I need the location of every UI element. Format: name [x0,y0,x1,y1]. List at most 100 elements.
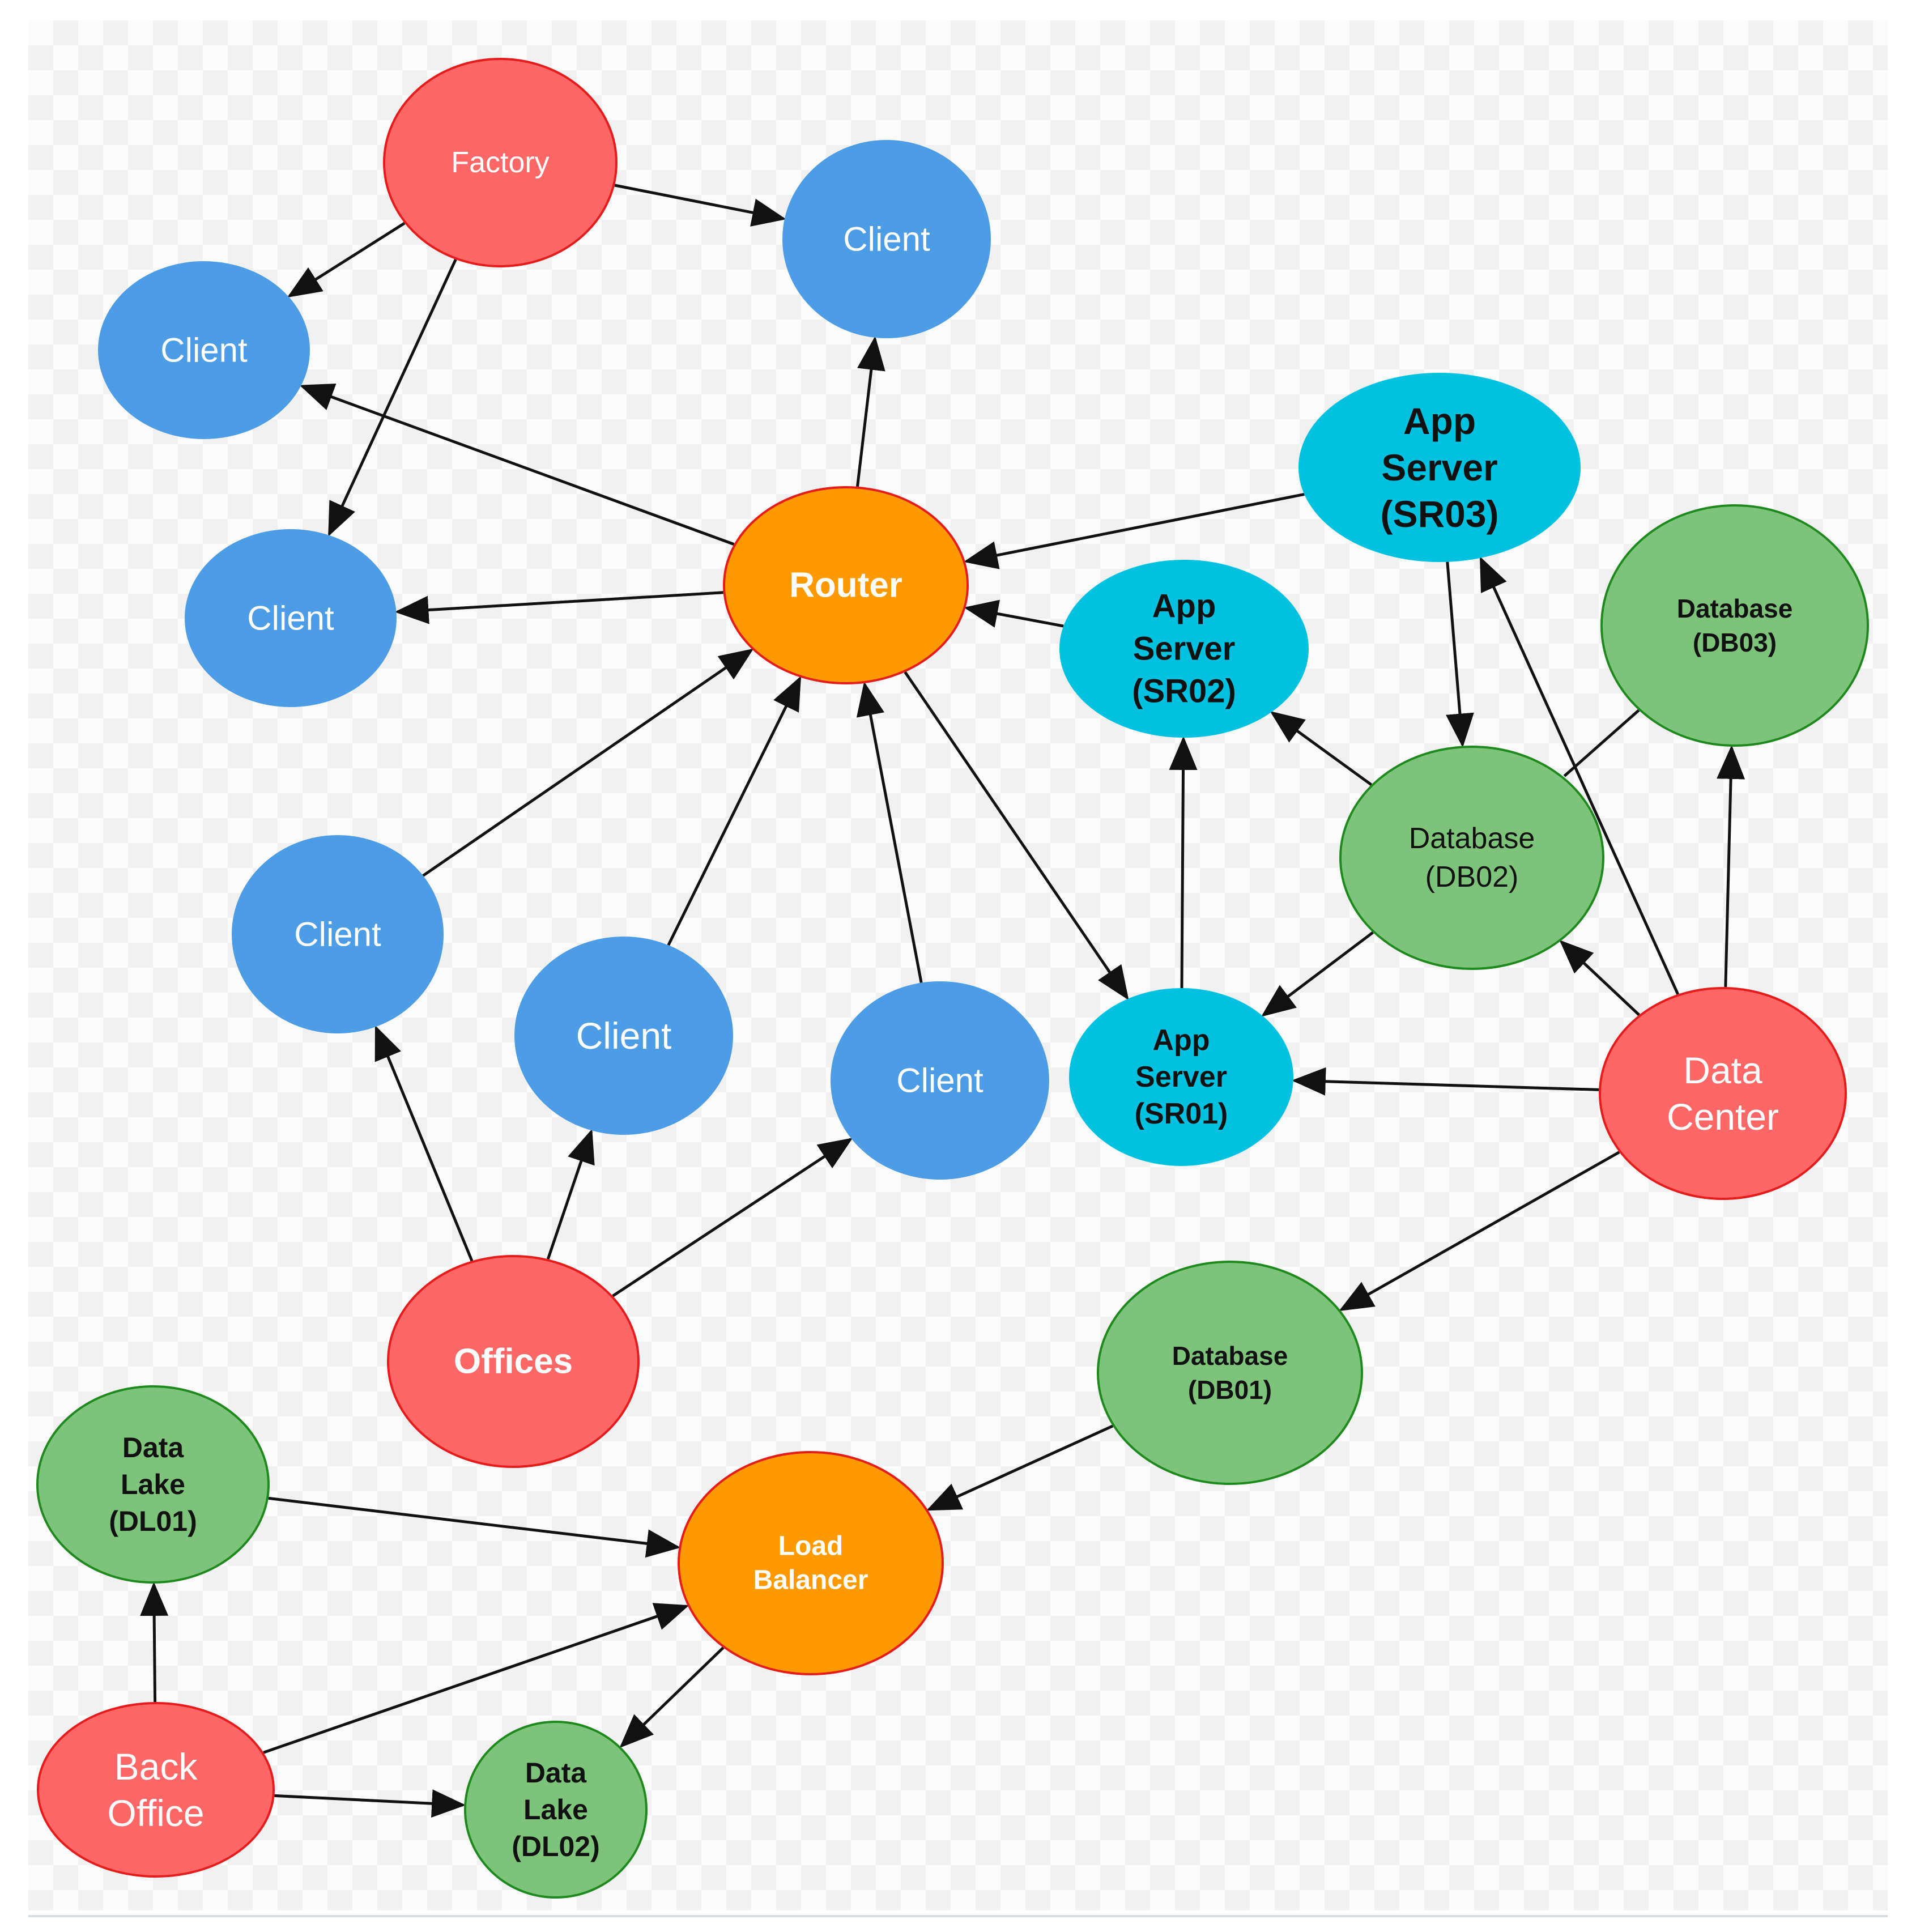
node-shape-database-db01 [1097,1261,1363,1485]
node-label-client-mid-left-line-1: Client [294,916,381,954]
node-shape-app-server-sr01 [1069,988,1293,1166]
edge-router-to-client-top [856,335,885,487]
node-label-offices-line-1: Offices [454,1342,573,1381]
edge-data-center-to-database-db01 [1339,1151,1620,1311]
edge-app-server-sr03-to-database-db02 [1446,561,1474,748]
node-label-data-lake-dl02-line-2: Lake [523,1794,588,1825]
node-router: Router [723,486,969,684]
edge-load-balancer-to-data-lake-dl02 [619,1646,725,1748]
node-database-db02: Database (DB02) [1339,746,1604,970]
node-client-mid-left: Client [232,835,444,1033]
node-label-database-db03-line-2: (DB03) [1693,628,1777,657]
node-shape-client-left-lower [185,529,397,707]
node-shape-client-mid-center [514,937,733,1135]
node-label-database-db01-line-1: Database [1172,1341,1288,1371]
node-label-data-center-line-2: Center [1667,1096,1779,1138]
node-label-data-lake-dl01-line-2: Lake [121,1469,185,1500]
edge-data-center-to-app-server-sr01 [1291,1067,1599,1096]
node-shape-client-mid-right [831,981,1049,1180]
node-label-load-balancer-line-1: Load [778,1531,844,1561]
node-label-app-server-sr03-line-2: Server [1381,446,1498,488]
edge-client-mid-left-to-router [422,648,754,877]
edge-app-server-sr01-to-app-server-sr02 [1169,736,1198,989]
edge-offices-to-client-mid-center [546,1129,595,1260]
edge-offices-to-client-mid-left [374,1025,474,1262]
node-database-db01: Database (DB01) [1097,1261,1363,1485]
node-label-data-lake-dl02-line-1: Data [525,1757,587,1789]
node-label-database-db01-line-2: (DB01) [1188,1375,1272,1405]
node-label-app-server-sr03-line-1: App [1403,400,1476,442]
node-label-back-office-line-2: Office [107,1792,204,1834]
node-label-client-left-upper-line-1: Client [160,331,248,369]
node-shape-data-lake-dl02 [464,1721,648,1899]
node-label-data-lake-dl01-line-1: Data [122,1432,185,1463]
node-shape-app-server-sr02 [1059,560,1309,738]
edges-layer [140,184,1745,1818]
node-client-left-upper: Client [98,261,310,439]
node-shape-load-balancer [678,1451,944,1675]
node-label-data-lake-dl02-line-3: (DL02) [512,1831,600,1862]
node-shape-database-db02 [1339,746,1604,970]
node-client-mid-right: Client [831,981,1049,1180]
node-shape-client-mid-left [232,835,444,1033]
nodes-layer: FactoryClientClientClientRouterAppServer… [36,58,1869,1899]
node-shape-data-center [1599,987,1847,1200]
node-label-app-server-sr02-line-1: App [1152,588,1216,625]
node-label-back-office-line-1: Back [114,1746,198,1788]
node-shape-client-left-upper [98,261,310,439]
node-client-mid-center: Client [514,937,733,1135]
node-client-top: Client [782,140,991,338]
node-label-client-top-line-1: Client [843,220,930,258]
node-client-left-lower: Client [185,529,397,707]
edge-app-server-sr02-to-router [964,599,1064,628]
edge-data-lake-dl01-to-load-balancer [268,1496,681,1558]
node-shape-client-top [782,140,991,338]
node-label-client-mid-center-line-1: Client [576,1015,672,1057]
node-label-app-server-sr01-line-3: (SR01) [1135,1097,1228,1130]
node-factory: Factory [383,58,618,267]
node-label-client-left-lower-line-1: Client [247,599,334,637]
node-shape-factory [383,58,618,267]
node-label-database-db02-line-1: Database [1409,822,1535,855]
edge-factory-to-client-top [614,184,786,227]
node-label-database-db03-line-1: Database [1677,594,1793,623]
edge-factory-to-client-left-lower [327,259,457,537]
node-shape-back-office [37,1702,275,1878]
node-offices: Offices [387,1255,640,1468]
node-shape-database-db03 [1600,504,1869,747]
node-label-app-server-sr01-line-1: App [1152,1024,1210,1057]
node-label-app-server-sr02-line-2: Server [1133,631,1236,667]
edge-data-center-to-database-db03 [1717,744,1745,988]
edge-factory-to-client-left-upper [287,222,406,298]
node-shape-app-server-sr03 [1298,373,1581,562]
node-label-database-db02-line-2: (DB02) [1425,861,1519,893]
edge-back-office-to-load-balancer [263,1603,689,1754]
node-label-factory-line-1: Factory [451,146,549,179]
node-label-router-line-1: Router [789,566,902,605]
edge-client-mid-center-to-router [667,675,802,946]
edge-router-to-client-left-lower [394,591,723,624]
node-label-data-lake-dl01-line-3: (DL01) [109,1505,197,1537]
node-label-app-server-sr03-line-3: (SR03) [1380,493,1498,535]
canvas-bottom-border [28,1915,1888,1917]
node-shape-router [723,486,969,684]
edge-database-db02-to-app-server-sr01 [1261,931,1374,1017]
edge-data-center-to-app-server-sr03 [1479,556,1679,995]
node-shape-offices [387,1255,640,1468]
edge-app-server-sr03-to-router [963,492,1305,569]
edge-database-db03-to-database-db02 [1563,709,1640,777]
edge-router-to-client-left-upper [299,383,735,546]
edge-client-mid-right-to-router [856,681,923,983]
edge-router-to-app-server-sr01 [904,671,1129,1001]
edge-database-db01-to-load-balancer [926,1424,1114,1511]
node-label-app-server-sr02-line-3: (SR02) [1132,673,1236,710]
edge-data-center-to-database-db02 [1559,939,1640,1016]
